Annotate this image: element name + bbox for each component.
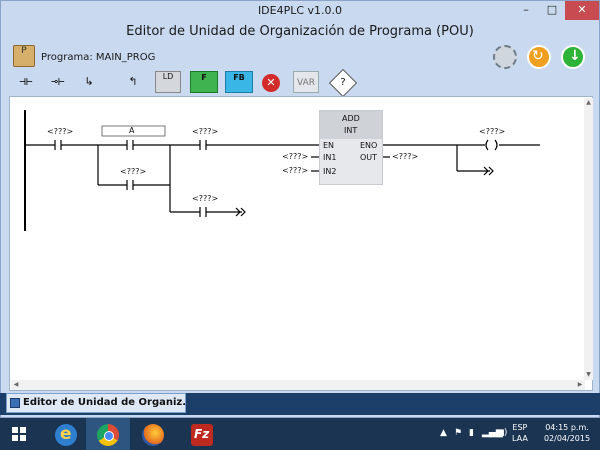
block-input-in2: IN2 <box>323 167 337 176</box>
refresh-icon[interactable] <box>527 45 551 69</box>
gear-icon[interactable] <box>493 45 517 69</box>
volume-icon[interactable]: ◀) <box>497 428 508 438</box>
block-header: ADD INT <box>320 111 382 139</box>
coil <box>485 139 489 151</box>
network-icon[interactable]: ▂▄▆ <box>482 428 503 438</box>
contact-tool-button[interactable]: ⊣⊢ <box>19 75 33 88</box>
start-button[interactable] <box>0 418 38 450</box>
firefox-icon[interactable] <box>131 418 175 450</box>
keyboard-layout: LAA <box>512 434 528 443</box>
block-output-eno: ENO <box>360 141 378 150</box>
program-icon-letter: P <box>21 46 27 56</box>
battery-icon[interactable]: ▮ <box>469 428 474 438</box>
document-tab[interactable]: Editor de Unidad de Organiz... <box>6 393 186 413</box>
function-block-tool-button[interactable]: FB <box>225 71 253 93</box>
download-icon[interactable] <box>561 45 585 69</box>
minimize-button[interactable]: – <box>523 3 529 16</box>
open-end-arrow <box>483 166 489 176</box>
delete-icon[interactable]: ✕ <box>262 74 280 92</box>
contact-lower-label[interactable]: <???> <box>192 194 219 203</box>
program-icon: P <box>13 45 35 67</box>
document-tab-label: Editor de Unidad de Organiz... <box>23 397 186 408</box>
vertical-scrollbar[interactable]: ▲ ▼ <box>584 98 593 380</box>
contact-1-label[interactable]: <???> <box>47 127 74 136</box>
block-type: INT <box>344 126 358 135</box>
editor-window: IDE4PLC v1.0.0 – □ ✕ Editor de Unidad de… <box>0 0 600 418</box>
ladder-diagram <box>24 110 540 231</box>
condition-tool-button[interactable]: ? <box>328 68 358 98</box>
scroll-right-icon[interactable]: ▶ <box>577 381 583 388</box>
window-subtitle: Editor de Unidad de Organización de Prog… <box>126 24 474 39</box>
program-label: Programa: MAIN_PROG <box>41 52 156 63</box>
in1-variable[interactable]: <???> <box>282 152 309 161</box>
system-tray: ▲ ⚑ ▮ ▂▄▆ ◀) ESP LAA 04:15 p.m. 02/04/20… <box>438 418 600 450</box>
filezilla-icon[interactable] <box>180 418 224 450</box>
chrome-icon[interactable] <box>86 418 130 450</box>
maximize-button[interactable]: □ <box>546 3 558 16</box>
add-function-block[interactable]: ADD INT EN IN1 IN2 ENO OUT <box>319 110 383 185</box>
block-input-in1: IN1 <box>323 153 337 162</box>
function-tool-button[interactable]: F <box>190 71 218 93</box>
contact-parallel-label[interactable]: <???> <box>120 167 147 176</box>
in2-variable[interactable]: <???> <box>282 166 309 175</box>
coil-tool-button[interactable]: ⊸⊢ <box>51 75 65 88</box>
clock[interactable]: 04:15 p.m. 02/04/2015 <box>539 422 595 444</box>
language-code: ESP <box>512 423 528 432</box>
taskbar <box>0 418 600 450</box>
ld-tool-button[interactable]: LD <box>155 71 181 93</box>
contact-3-label[interactable]: <???> <box>192 127 219 136</box>
ladder-canvas[interactable]: <???> A <???> <???> <???> <???> ADD INT … <box>9 96 593 391</box>
open-end-arrow <box>488 166 494 176</box>
contact-a-label[interactable]: A <box>129 126 135 135</box>
block-output-out: OUT <box>360 153 378 162</box>
branch-up-tool-button[interactable]: ↰ <box>128 75 138 88</box>
variable-box-a <box>101 125 166 137</box>
language-indicator[interactable]: ESP LAA <box>512 422 528 444</box>
tray-expand-icon[interactable]: ▲ <box>440 428 447 438</box>
open-end-arrow <box>235 207 241 217</box>
windows-logo-icon <box>12 427 26 441</box>
title-bar[interactable]: IDE4PLC v1.0.0 – □ ✕ <box>1 1 599 25</box>
open-end-arrow <box>240 207 246 217</box>
flag-icon[interactable]: ⚑ <box>454 428 463 438</box>
scroll-left-icon[interactable]: ◀ <box>13 381 19 388</box>
out-variable[interactable]: <???> <box>392 152 419 161</box>
close-button[interactable]: ✕ <box>565 1 599 20</box>
scroll-up-icon[interactable]: ▲ <box>586 99 591 106</box>
block-input-en: EN <box>323 141 335 150</box>
var-tool-button[interactable]: VAR <box>293 71 319 93</box>
toolbar: ⊣⊢ ⊸⊢ ↳ ↰ LD F FB ✕ VAR ? <box>9 68 593 98</box>
coil-label[interactable]: <???> <box>479 127 506 136</box>
internet-explorer-icon[interactable] <box>44 418 88 450</box>
scroll-down-icon[interactable]: ▼ <box>586 371 591 378</box>
condition-icon: ? <box>340 77 346 88</box>
app-title: IDE4PLC v1.0.0 <box>257 4 343 17</box>
coil <box>494 139 498 151</box>
document-icon <box>10 398 20 408</box>
branch-tool-button[interactable]: ↳ <box>84 75 94 88</box>
block-name: ADD <box>342 114 360 123</box>
clock-date: 02/04/2015 <box>543 434 591 443</box>
clock-time: 04:15 p.m. <box>545 423 589 432</box>
horizontal-scrollbar[interactable]: ◀ ▶ <box>11 380 585 390</box>
